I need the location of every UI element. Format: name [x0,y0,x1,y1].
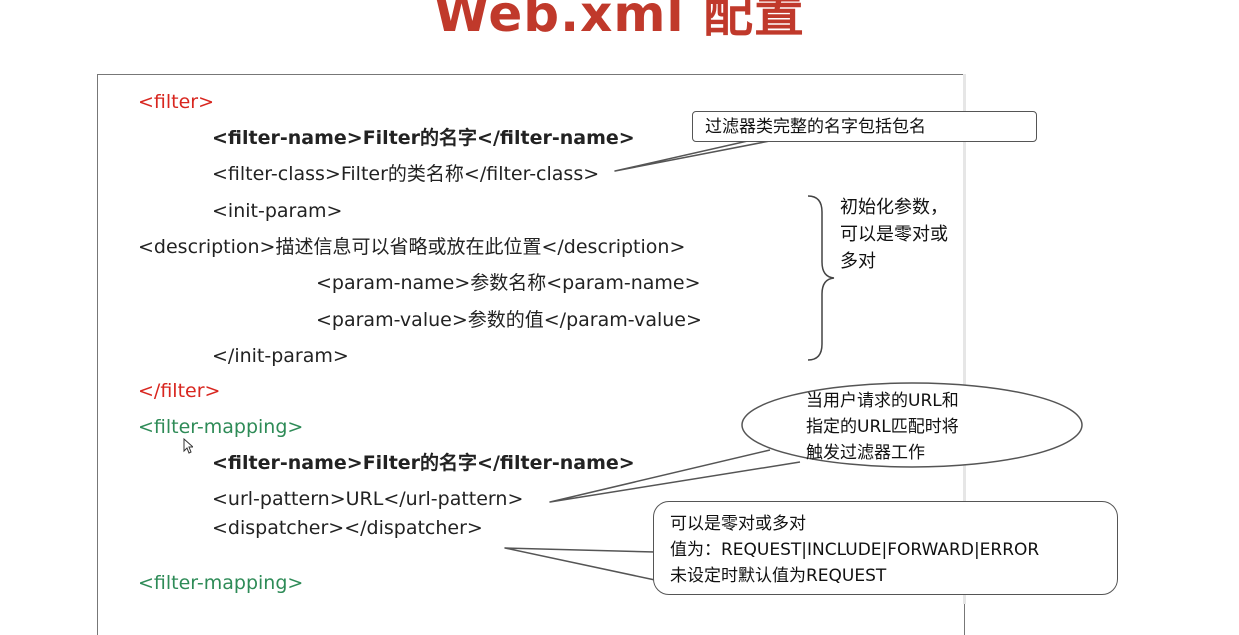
class-callout-text: 过滤器类完整的名字包括包名 [705,117,926,137]
dispatcher-callout-line-3: 未设定时默认值为REQUEST [670,566,887,586]
filter-close-tag: </filter> [138,380,221,402]
filter-open-tag: <filter> [138,91,215,113]
init-param-close-line: </init-param> [212,345,349,367]
init-param-note: 初始化参数， 可以是零对或 多对 [840,194,948,275]
url-callout-pointer [549,449,801,503]
annotation-shapes [504,139,1083,581]
init-param-open-line: <init-param> [212,200,343,222]
param-name-line: <param-name>参数名称<param-name> [316,272,701,294]
init-note-line-3: 多对 [840,251,876,272]
url-callout-line-3: 触发过滤器工作 [806,443,925,463]
init-param-brace [807,195,835,361]
init-note-line-1: 初始化参数， [840,197,948,218]
filter-name-line: <filter-name>Filter的名字</filter-name> [212,127,635,149]
url-callout-text: 当用户请求的URL和 指定的URL匹配时将 触发过滤器工作 [806,388,959,466]
dispatcher-callout: 可以是零对或多对 值为：REQUEST|INCLUDE|FORWARD|ERRO… [653,501,1118,595]
dispatcher-callout-line-2: 值为：REQUEST|INCLUDE|FORWARD|ERROR [670,540,1040,560]
init-note-line-2: 可以是零对或 [840,224,948,245]
class-callout-pointer [614,139,776,172]
param-value-line: <param-value>参数的值</param-value> [316,309,702,331]
url-pattern-line: <url-pattern>URL</url-pattern> [212,488,524,510]
url-callout-bubble [741,382,1083,468]
description-line: <description>描述信息可以省略或放在此位置</description… [138,236,686,258]
mapping-filter-name-line: <filter-name>Filter的名字</filter-name> [212,452,635,474]
slide-title: Web.xml 配置 [434,0,805,43]
filter-class-line: <filter-class>Filter的类名称</filter-class> [212,163,600,185]
dispatcher-callout-line-1: 可以是零对或多对 [670,514,806,534]
panel-shadow [963,74,966,604]
url-callout-line-1: 当用户请求的URL和 [806,391,959,411]
filter-mapping-open-tag: <filter-mapping> [138,416,304,438]
url-callout-line-2: 指定的URL匹配时将 [806,417,959,437]
mouse-cursor-icon [183,438,193,454]
dispatcher-line: <dispatcher></dispatcher> [212,517,483,539]
dispatcher-callout-pointer [504,547,656,581]
filter-mapping-close-tag: <filter-mapping> [138,572,304,594]
class-callout: 过滤器类完整的名字包括包名 [692,111,1037,142]
